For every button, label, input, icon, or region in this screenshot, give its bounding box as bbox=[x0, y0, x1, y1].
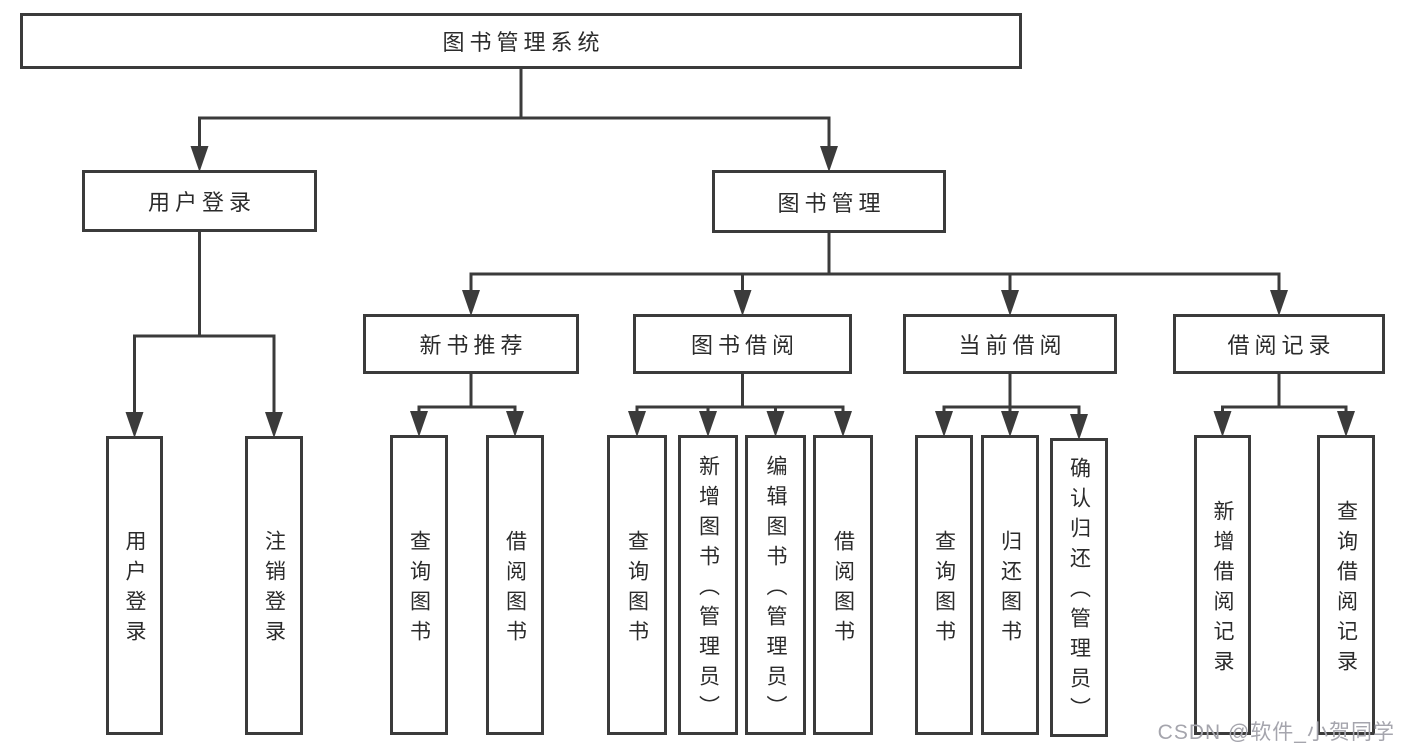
node-user-login-group: 用户登录 bbox=[82, 170, 317, 232]
node-leaf-nb-borrow: 借阅图书 bbox=[486, 435, 544, 735]
arrowhead bbox=[125, 412, 144, 438]
arrowhead bbox=[506, 411, 524, 437]
node-label: 归还图书 bbox=[998, 529, 1022, 650]
node-borrow-record: 借阅记录 bbox=[1173, 314, 1385, 374]
node-leaf-bb-query: 查询图书 bbox=[607, 435, 667, 735]
arrowhead bbox=[190, 146, 209, 172]
arrowhead bbox=[1001, 411, 1019, 437]
node-label: 借阅记录 bbox=[1227, 333, 1336, 358]
node-label: 查询借阅记录 bbox=[1334, 499, 1358, 680]
node-label: 查询图书 bbox=[407, 529, 431, 650]
arrowhead bbox=[699, 411, 717, 437]
watermark: CSDN @软件_小贺同学 bbox=[1157, 721, 1395, 744]
node-leaf-cb-confirm: 确认归还（管理员） bbox=[1050, 438, 1108, 737]
arrowhead bbox=[410, 411, 428, 437]
node-label: 编辑图书（管理员） bbox=[764, 454, 787, 725]
node-label: 借阅图书 bbox=[831, 529, 855, 650]
node-leaf-user-login: 用户登录 bbox=[106, 436, 163, 735]
connector-path bbox=[133, 65, 1348, 420]
node-leaf-cb-return: 归还图书 bbox=[981, 435, 1039, 735]
arrowhead bbox=[935, 411, 953, 437]
node-label: 用户登录 bbox=[147, 190, 256, 215]
arrowhead bbox=[733, 290, 752, 316]
arrowhead bbox=[1070, 414, 1088, 440]
node-book-borrow: 图书借阅 bbox=[633, 314, 852, 374]
node-leaf-bb-add: 新增图书（管理员） bbox=[678, 435, 738, 735]
node-leaf-cb-query: 查询图书 bbox=[915, 435, 973, 735]
arrowhead bbox=[1001, 290, 1019, 316]
node-leaf-nb-query: 查询图书 bbox=[390, 435, 448, 735]
node-label: 查询图书 bbox=[932, 529, 956, 650]
node-label: 用户登录 bbox=[123, 530, 146, 650]
node-label: 当前借阅 bbox=[958, 333, 1067, 358]
node-label: 确认归还（管理员） bbox=[1067, 457, 1091, 727]
node-label: 注销登录 bbox=[262, 530, 286, 650]
arrowhead bbox=[834, 411, 852, 437]
node-new-book: 新书推荐 bbox=[363, 314, 579, 374]
arrowhead bbox=[1337, 411, 1355, 437]
arrowhead bbox=[1213, 411, 1232, 437]
arrowhead bbox=[462, 290, 480, 316]
arrowhead bbox=[265, 412, 283, 438]
arrowhead bbox=[1270, 290, 1288, 316]
arrowhead bbox=[766, 411, 785, 437]
node-label: 新增图书（管理员） bbox=[696, 454, 720, 725]
node-leaf-br-query: 查询借阅记录 bbox=[1317, 435, 1375, 735]
node-label: 图书管理 bbox=[777, 190, 886, 216]
node-leaf-br-add: 新增借阅记录 bbox=[1194, 435, 1251, 735]
node-label: 图书管理系统 bbox=[442, 30, 605, 55]
node-book-mgmt: 图书管理 bbox=[712, 170, 946, 233]
node-root: 图书管理系统 bbox=[20, 13, 1022, 69]
arrowhead bbox=[628, 411, 646, 437]
node-leaf-bb-edit: 编辑图书（管理员） bbox=[745, 435, 806, 735]
node-label: 新增借阅记录 bbox=[1211, 499, 1234, 680]
node-leaf-logout: 注销登录 bbox=[245, 436, 303, 735]
node-label: 图书借阅 bbox=[690, 333, 799, 358]
node-label: 借阅图书 bbox=[503, 529, 527, 650]
node-current-borrow: 当前借阅 bbox=[903, 314, 1117, 374]
node-label: 查询图书 bbox=[625, 529, 649, 650]
arrowhead bbox=[820, 146, 838, 172]
node-leaf-bb-borrow: 借阅图书 bbox=[813, 435, 873, 735]
node-label: 新书推荐 bbox=[419, 333, 528, 358]
